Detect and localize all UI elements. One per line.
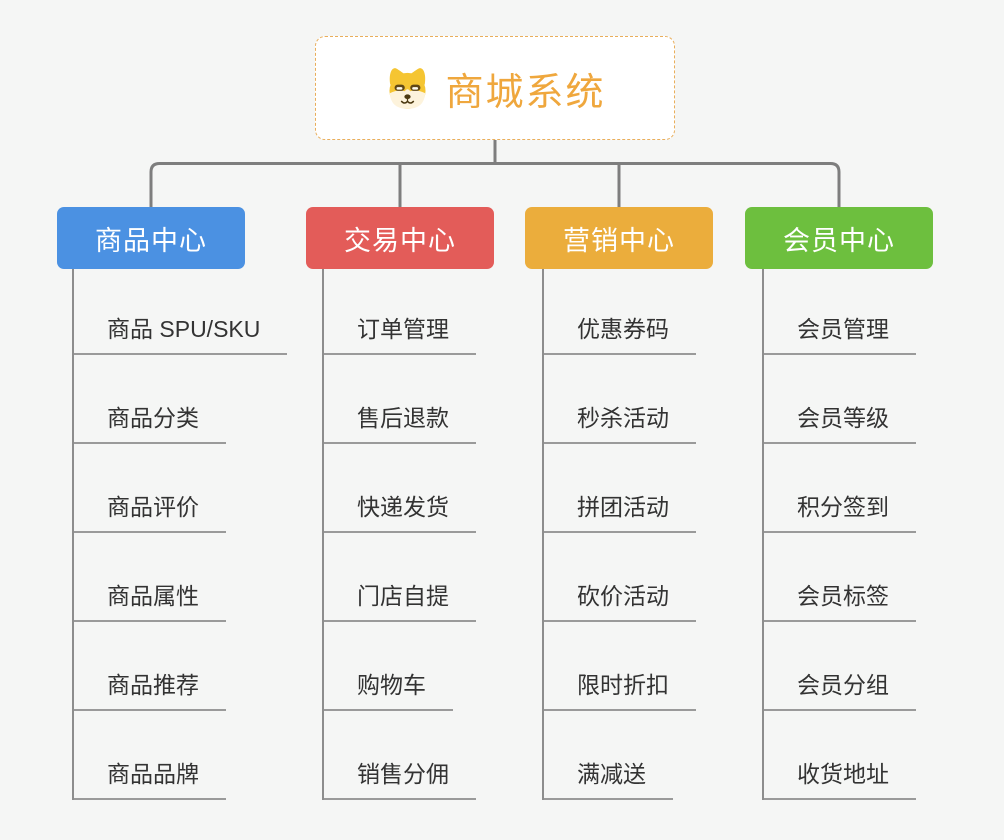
branch-node-marketing-center[interactable]: 营销中心 (525, 207, 713, 269)
topic-item[interactable]: 售后退款 (324, 403, 476, 444)
topic-item[interactable]: 优惠券码 (544, 314, 696, 355)
topic-item[interactable]: 会员等级 (764, 403, 916, 444)
topic-item[interactable]: 拼团活动 (544, 492, 696, 533)
branch-children-marketing-center: 优惠券码 秒杀活动 拼团活动 砍价活动 限时折扣 满减送 (542, 269, 696, 800)
topic-item[interactable]: 销售分佣 (324, 759, 476, 800)
branch-children-product-center: 商品 SPU/SKU 商品分类 商品评价 商品属性 商品推荐 商品品牌 (72, 269, 288, 800)
topic-item[interactable]: 商品分类 (74, 403, 226, 444)
topic-item[interactable]: 商品评价 (74, 492, 226, 533)
root-title: 商城系统 (445, 71, 606, 114)
topic-item[interactable]: 商品推荐 (74, 670, 226, 711)
topic-item[interactable]: 会员管理 (764, 314, 916, 355)
topic-item[interactable]: 积分签到 (764, 492, 916, 533)
root-node[interactable]: 商城系统 (315, 36, 675, 140)
topic-item[interactable]: 商品 SPU/SKU (74, 314, 288, 355)
topic-item[interactable]: 满减送 (544, 759, 673, 800)
branch-bracket-line (149, 162, 841, 207)
topic-item[interactable]: 限时折扣 (544, 670, 696, 711)
branch-node-trade-center[interactable]: 交易中心 (306, 207, 494, 269)
branch-children-trade-center: 订单管理 售后退款 快递发货 门店自提 购物车 销售分佣 (322, 269, 476, 800)
topic-item[interactable]: 会员分组 (764, 670, 916, 711)
topic-item[interactable]: 门店自提 (324, 581, 476, 622)
topic-item[interactable]: 商品品牌 (74, 759, 226, 800)
branch-node-member-center[interactable]: 会员中心 (745, 207, 933, 269)
branch-children-member-center: 会员管理 会员等级 积分签到 会员标签 会员分组 收货地址 (762, 269, 916, 800)
branch-node-product-center[interactable]: 商品中心 (57, 207, 245, 269)
topic-item[interactable]: 购物车 (324, 670, 453, 711)
topic-item[interactable]: 会员标签 (764, 581, 916, 622)
topic-item[interactable]: 秒杀活动 (544, 403, 696, 444)
topic-item[interactable]: 砍价活动 (544, 581, 696, 622)
topic-item[interactable]: 订单管理 (324, 314, 476, 355)
topic-item[interactable]: 快递发货 (324, 492, 476, 533)
topic-item[interactable]: 收货地址 (764, 759, 916, 800)
topic-item[interactable]: 商品属性 (74, 581, 226, 622)
dog-face-icon (389, 67, 427, 109)
